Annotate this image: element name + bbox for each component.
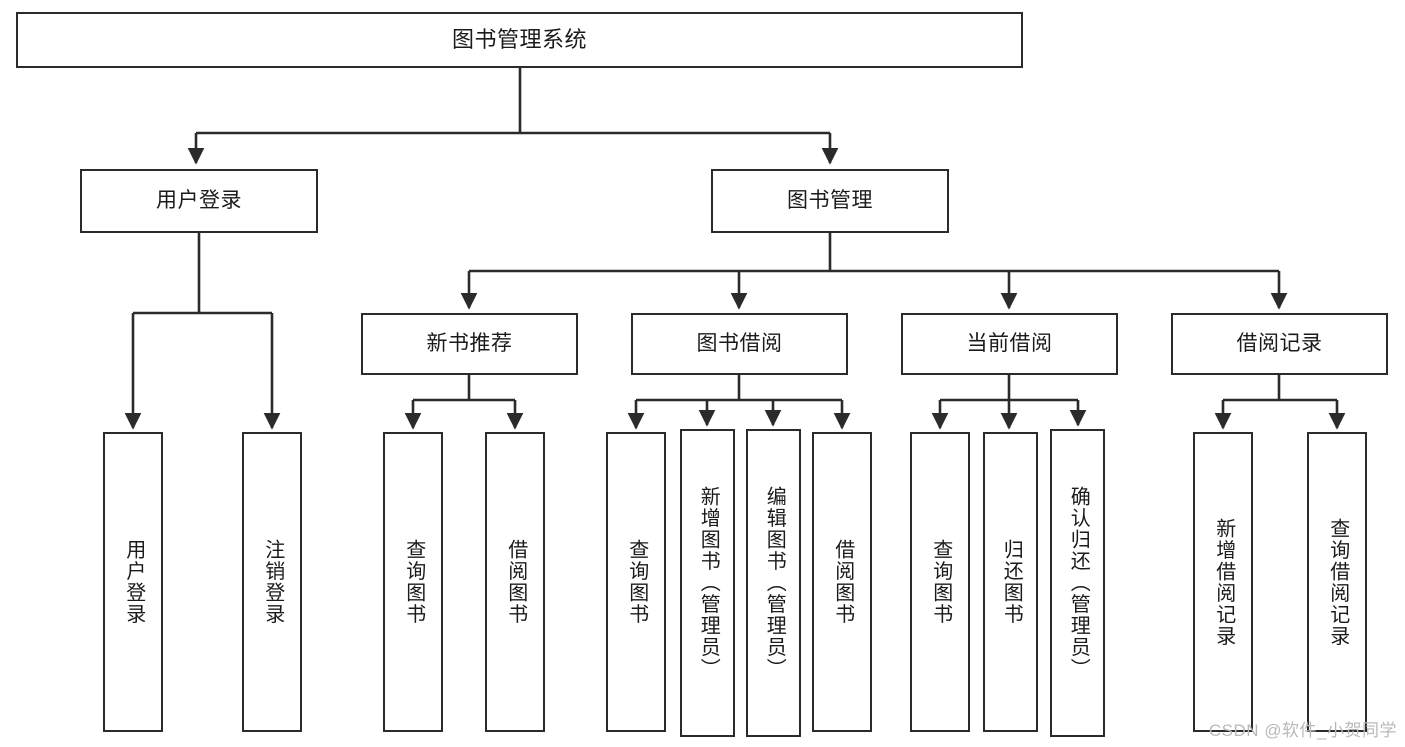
node-leaf-query-book-2[interactable]: 查询图书 bbox=[606, 432, 666, 732]
node-leaf-add-record-label: 新增借阅记录 bbox=[1212, 517, 1235, 647]
node-leaf-user-login[interactable]: 用户登录 bbox=[103, 432, 163, 732]
node-root[interactable]: 图书管理系统 bbox=[16, 12, 1023, 68]
node-user-login[interactable]: 用户登录 bbox=[80, 169, 318, 233]
node-leaf-return-book-label: 归还图书 bbox=[1000, 539, 1023, 625]
node-leaf-add-book-label: 新增图书（管理员） bbox=[697, 486, 720, 680]
node-current-borrow[interactable]: 当前借阅 bbox=[901, 313, 1118, 375]
node-borrow-record[interactable]: 借阅记录 bbox=[1171, 313, 1388, 375]
node-leaf-user-login-label: 用户登录 bbox=[122, 539, 145, 625]
node-leaf-query-book-3[interactable]: 查询图书 bbox=[910, 432, 970, 732]
node-leaf-query-record-label: 查询借阅记录 bbox=[1326, 517, 1349, 647]
node-book-borrow-label: 图书借阅 bbox=[696, 332, 783, 356]
node-leaf-borrow-book-2[interactable]: 借阅图书 bbox=[812, 432, 872, 732]
node-leaf-query-record[interactable]: 查询借阅记录 bbox=[1307, 432, 1367, 732]
node-leaf-borrow-book-1-label: 借阅图书 bbox=[504, 539, 527, 625]
node-leaf-add-record[interactable]: 新增借阅记录 bbox=[1193, 432, 1253, 732]
node-leaf-borrow-book-1[interactable]: 借阅图书 bbox=[485, 432, 545, 732]
node-user-login-label: 用户登录 bbox=[156, 189, 242, 213]
node-book-management-label: 图书管理 bbox=[787, 189, 873, 213]
node-leaf-query-book-3-label: 查询图书 bbox=[929, 539, 952, 625]
node-root-label: 图书管理系统 bbox=[451, 26, 587, 52]
node-leaf-confirm-return-label: 确认归还（管理员） bbox=[1067, 486, 1090, 680]
node-leaf-edit-book[interactable]: 编辑图书（管理员） bbox=[746, 429, 801, 737]
node-leaf-borrow-book-2-label: 借阅图书 bbox=[831, 539, 854, 625]
node-leaf-logout-login[interactable]: 注销登录 bbox=[242, 432, 302, 732]
node-leaf-query-book-2-label: 查询图书 bbox=[625, 539, 648, 625]
node-leaf-edit-book-label: 编辑图书（管理员） bbox=[763, 486, 786, 680]
node-current-borrow-label: 当前借阅 bbox=[966, 332, 1053, 356]
node-borrow-record-label: 借阅记录 bbox=[1236, 332, 1323, 356]
node-book-management[interactable]: 图书管理 bbox=[711, 169, 949, 233]
node-leaf-return-book[interactable]: 归还图书 bbox=[983, 432, 1038, 732]
node-leaf-add-book[interactable]: 新增图书（管理员） bbox=[680, 429, 735, 737]
node-new-book-recommend[interactable]: 新书推荐 bbox=[361, 313, 578, 375]
node-book-borrow[interactable]: 图书借阅 bbox=[631, 313, 848, 375]
node-leaf-confirm-return[interactable]: 确认归还（管理员） bbox=[1050, 429, 1105, 737]
node-new-book-recommend-label: 新书推荐 bbox=[426, 332, 513, 356]
node-leaf-query-book-1[interactable]: 查询图书 bbox=[383, 432, 443, 732]
node-leaf-logout-login-label: 注销登录 bbox=[261, 539, 284, 625]
node-leaf-query-book-1-label: 查询图书 bbox=[402, 539, 425, 625]
